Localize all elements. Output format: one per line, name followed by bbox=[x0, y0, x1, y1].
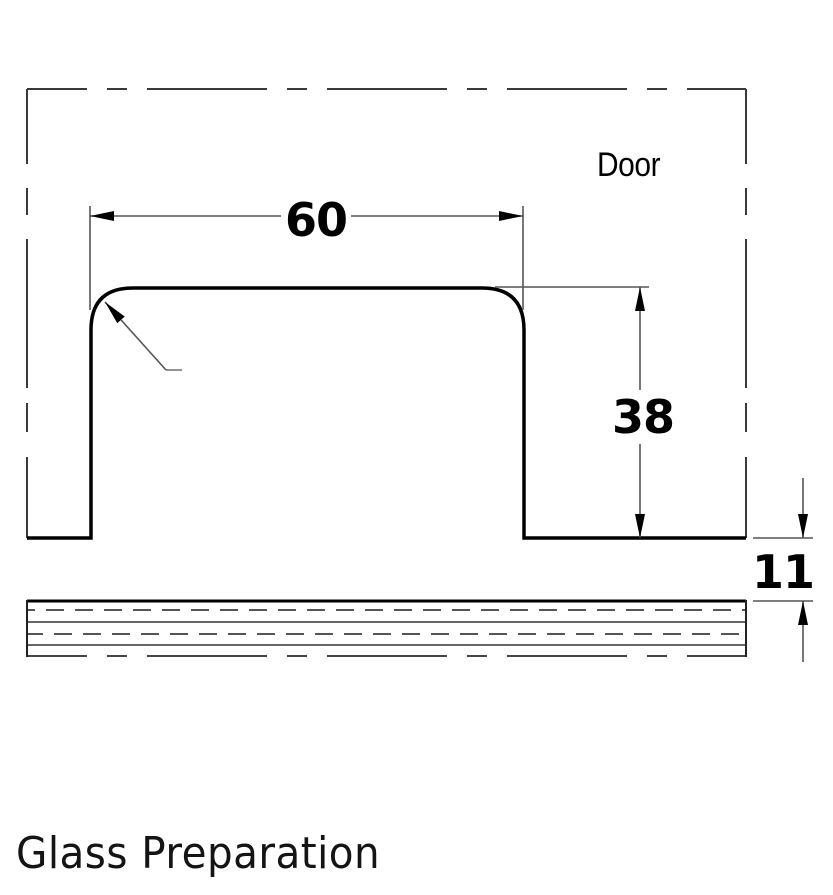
height-dimension-value: 38 bbox=[610, 390, 677, 444]
door-outline bbox=[26, 88, 747, 538]
radius-leader bbox=[104, 301, 182, 371]
thickness-dimension-value: 11 bbox=[752, 545, 815, 599]
glass-panel bbox=[26, 599, 747, 657]
width-dimension-value: 60 bbox=[281, 197, 352, 243]
door-label: Door bbox=[597, 146, 661, 184]
handle-cutout-profile bbox=[27, 286, 746, 540]
radius-leader-line bbox=[104, 301, 167, 371]
diagram-title: Glass Preparation bbox=[16, 828, 381, 879]
thickness-dimension bbox=[753, 478, 813, 662]
